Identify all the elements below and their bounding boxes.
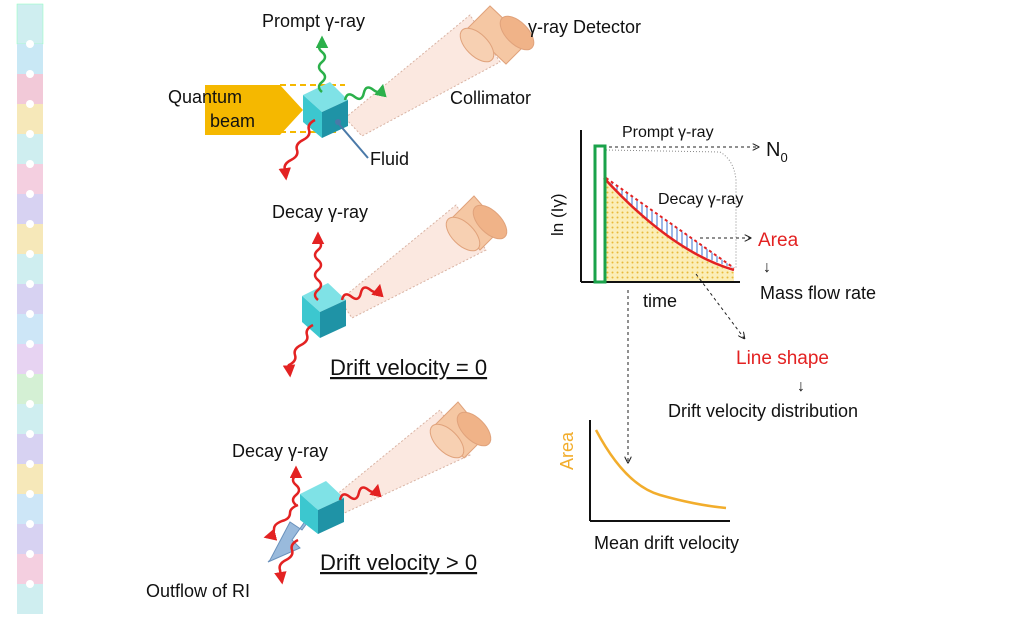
detector-label: γ-ray Detector [528, 17, 641, 37]
drift-distribution-label: Drift velocity distribution [668, 401, 858, 421]
middle-scene [282, 195, 508, 378]
decay-curve [603, 177, 735, 272]
drift-velocity-zero-label: Drift velocity = 0 [330, 355, 487, 380]
upper-envelope [605, 149, 737, 268]
decay-wave-top [278, 118, 316, 181]
beam-label-line2: beam [210, 111, 255, 131]
detector-icon-mid [445, 195, 508, 252]
decay-wave-bottom-left [263, 503, 299, 541]
decay-wave-mid-right [340, 283, 384, 301]
detector-icon [459, 5, 535, 65]
prompt-wave-up [315, 35, 329, 93]
decay-wave-mid-down [282, 323, 314, 378]
detector-icon-bottom [429, 401, 492, 459]
area-under-curve [606, 178, 734, 282]
decay-wave-mid-up [311, 231, 325, 301]
collimator-label: Collimator [450, 88, 531, 108]
mass-flow-label: Mass flow rate [760, 283, 876, 303]
line-shape-label: Line shape [736, 348, 829, 369]
outflow-label: Outflow of RI [146, 581, 250, 601]
decay-wave-bottom-down [274, 538, 299, 585]
decay-gamma-label-mid: Decay γ-ray [272, 202, 368, 222]
time-plot-ylabel: ln (Iγ) [548, 194, 567, 237]
line-shape-down-arrow: ↓ [797, 378, 805, 395]
n0-label: N0 [766, 139, 788, 165]
decay-wave-bottom-right [338, 483, 382, 501]
bottom-scene [263, 401, 492, 585]
fluid-label: Fluid [370, 149, 409, 169]
time-plot-prompt-label: Prompt γ-ray [622, 124, 714, 141]
prompt-gamma-label: Prompt γ-ray [262, 11, 365, 31]
area-plot-ylabel: Area [557, 431, 577, 470]
area-label: Area [758, 230, 799, 251]
puzzle-strip [16, 3, 44, 614]
quantum-beam-arrow [205, 85, 303, 135]
decay-gamma-label-bottom: Decay γ-ray [232, 441, 328, 461]
area-decay-curve [594, 429, 727, 510]
collimator-cone [344, 14, 501, 137]
fluid-cell-icon-bottom [300, 481, 344, 534]
decay-wave-bottom-up [289, 465, 303, 506]
decay-reference-line [605, 177, 735, 269]
area-down-arrow: ↓ [763, 259, 771, 276]
beam-label-line1: Quantum [168, 87, 242, 107]
drift-velocity-positive-label: Drift velocity > 0 [320, 550, 477, 575]
svg-text:N0: N0 [766, 139, 788, 165]
n0-base: N [766, 139, 780, 161]
time-plot [580, 130, 758, 462]
time-plot-xlabel: time [643, 291, 677, 311]
top-scene [205, 5, 535, 181]
prompt-wave-right [343, 83, 387, 101]
n0-sub: 0 [780, 150, 787, 165]
area-plot-xlabel: Mean drift velocity [594, 533, 739, 553]
fluid-cell-icon-mid [302, 283, 346, 338]
area-plot [589, 420, 730, 522]
time-plot-decay-label: Decay γ-ray [658, 191, 743, 208]
prompt-peak-box [593, 144, 607, 284]
